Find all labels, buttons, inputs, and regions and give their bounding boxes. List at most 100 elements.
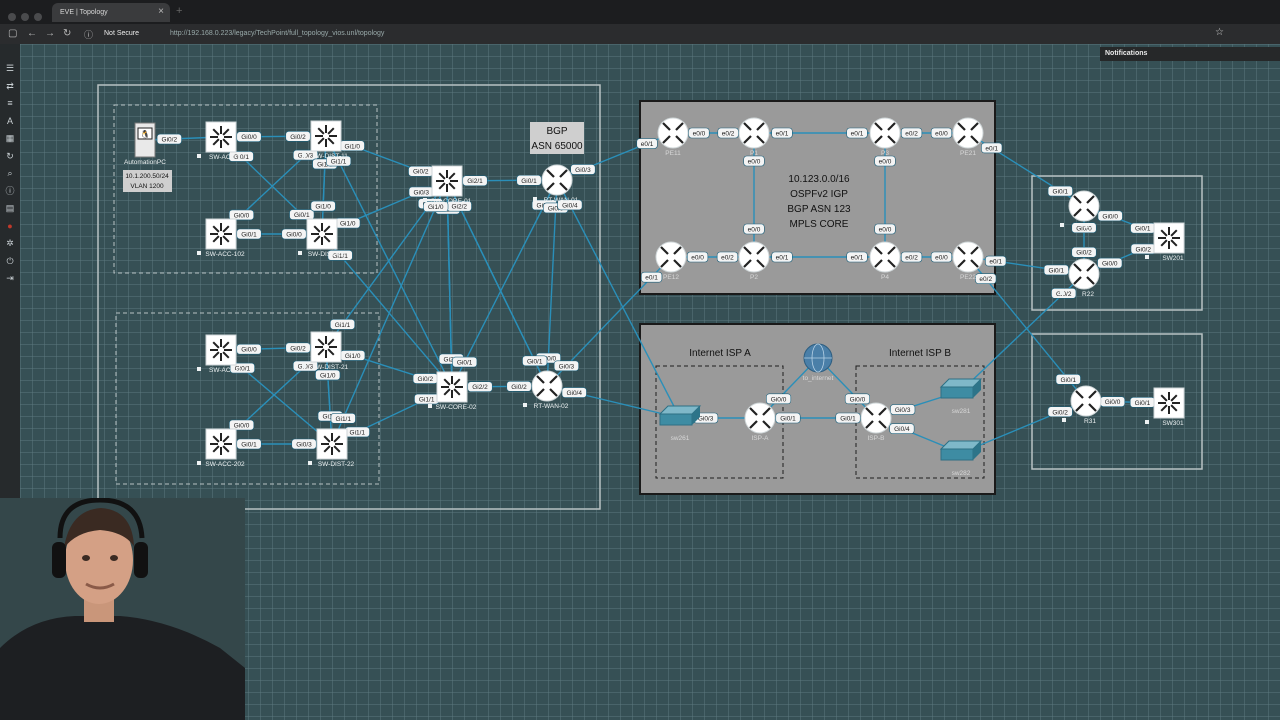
port-label: Gi0/0 xyxy=(548,205,564,212)
router-arrow xyxy=(1088,390,1097,399)
port-label: Gi0/2 xyxy=(1076,250,1092,257)
doc-icon[interactable]: ▤ xyxy=(5,203,15,213)
port-label-bg xyxy=(423,201,449,212)
switch-arrow xyxy=(453,378,461,386)
port-label: Gi0/0 xyxy=(241,347,257,354)
port-label-bg xyxy=(236,131,262,143)
router-arrow xyxy=(1086,208,1095,217)
power-icon[interactable]: ⏻ xyxy=(6,255,14,266)
switch-arrow xyxy=(1170,229,1178,237)
bookmark-star-icon[interactable]: ☆ xyxy=(1215,27,1224,38)
port-label: Gi0/1 xyxy=(527,358,543,365)
port-label-bg xyxy=(1043,264,1069,276)
port-label: Gi0/0 xyxy=(234,423,250,430)
port-label-bg xyxy=(156,133,182,145)
node-label-r21: R21 xyxy=(1082,223,1094,230)
settings-icon[interactable]: ✲ xyxy=(6,238,14,248)
notifications-panel[interactable]: Notifications xyxy=(1100,47,1280,61)
notifications-label: Notifications xyxy=(1105,50,1148,57)
port-label-bg xyxy=(900,251,923,263)
node-status xyxy=(1060,223,1064,227)
browser-tab[interactable]: EVE | Topology × xyxy=(52,3,170,22)
switch-arrow xyxy=(222,235,230,243)
info-icon[interactable]: ⓘ xyxy=(5,185,15,196)
port-label-bg xyxy=(467,381,493,393)
logout-icon[interactable]: ⇥ xyxy=(6,273,14,283)
router-arrow xyxy=(1086,195,1095,204)
router-arrow xyxy=(660,259,669,268)
port-label-bg xyxy=(716,251,739,263)
node-label-p1: P1 xyxy=(750,150,758,157)
port-label: Gi0/3 xyxy=(296,442,312,449)
port-label: e0/1 xyxy=(985,145,998,152)
refresh-icon[interactable]: ↻ xyxy=(6,150,14,161)
topology-canvas[interactable]: Gi0/2Gi0/0Gi0/2Gi0/1Gi0/1Gi0/0Gi0/3Gi0/1… xyxy=(20,44,1280,720)
port-label: e0/2 xyxy=(979,276,992,283)
port-label: Gi0/0 xyxy=(1102,213,1118,220)
sw281-node xyxy=(940,386,974,399)
router-arrow xyxy=(756,122,765,131)
switch-arrow xyxy=(317,348,325,356)
sw261-node xyxy=(659,413,693,426)
enterprise-area xyxy=(97,84,601,510)
switch-arrow xyxy=(1160,404,1168,412)
window-controls[interactable] xyxy=(8,8,47,26)
zoom-icon[interactable]: ⌕ xyxy=(7,168,13,178)
r22-node xyxy=(1068,258,1100,290)
url-field[interactable]: http://192.168.0.223/legacy/TechPoint/fu… xyxy=(170,30,385,37)
router-arrow xyxy=(762,407,771,416)
mpls-label-0: 10.123.0.0/16 xyxy=(788,174,850,185)
switch-arrow xyxy=(453,388,461,396)
node-status xyxy=(523,403,527,407)
node-label-d12: SW-DIST-12 xyxy=(308,251,345,258)
port-label-bg xyxy=(289,209,315,220)
grid-icon[interactable]: ▦ xyxy=(5,133,15,143)
port-label-bg xyxy=(229,419,255,431)
port-label: Gi0/1 xyxy=(1135,400,1151,407)
forward-icon[interactable]: → xyxy=(45,28,55,39)
switch-arrow xyxy=(212,341,220,349)
node-label-d21: SW-DIST-21 xyxy=(312,364,349,371)
new-tab-icon[interactable]: + xyxy=(176,5,183,17)
port-label: Gi1/0 xyxy=(315,204,331,211)
port-label: Gi0/4 xyxy=(894,426,910,433)
router-arrow xyxy=(673,259,682,268)
site-1-zone xyxy=(113,104,378,274)
port-label: Gi2/1 xyxy=(444,357,460,364)
switch-arrow xyxy=(327,348,335,356)
router-arrow xyxy=(662,135,671,144)
port-label-bg xyxy=(1097,210,1123,222)
port-label: e0/1 xyxy=(851,255,864,262)
layers-icon[interactable]: ☰ xyxy=(5,63,15,73)
switch-arrow xyxy=(1160,229,1168,237)
security-label[interactable]: Not Secure xyxy=(104,30,140,37)
text-icon[interactable]: A xyxy=(6,115,13,126)
switch-arrow xyxy=(438,182,446,190)
router-arrow xyxy=(1088,403,1097,412)
port-label: Gi0/3 xyxy=(895,407,911,414)
node-status xyxy=(197,461,201,465)
swap-icon[interactable]: ⇄ xyxy=(6,80,14,91)
list-icon[interactable]: ≡ xyxy=(7,98,13,108)
port-label: Gi0/0 xyxy=(1076,225,1092,232)
sidebar-toggle-icon[interactable]: ▢ xyxy=(8,28,18,39)
router-arrow xyxy=(762,420,771,429)
reload-icon[interactable]: ↻ xyxy=(63,28,72,39)
security-icon[interactable]: ⓘ xyxy=(84,30,94,40)
close-icon[interactable]: × xyxy=(158,6,164,17)
switch-arrow xyxy=(222,225,230,233)
port-label-bg xyxy=(329,319,356,330)
port-label-bg xyxy=(522,355,548,367)
switch-arrow xyxy=(212,445,220,453)
back-icon[interactable]: ← xyxy=(27,28,37,39)
port-label: Gi0/2 xyxy=(290,345,306,352)
router-arrow xyxy=(756,259,765,268)
port-label-bg xyxy=(890,404,916,415)
port-label: Gi1/0 xyxy=(345,353,361,360)
network-link xyxy=(446,180,548,387)
port-label-bg xyxy=(1071,246,1097,258)
stop-icon[interactable]: ● xyxy=(7,220,13,231)
port-label: Gi0/0 xyxy=(771,396,787,403)
port-label-bg xyxy=(930,127,953,139)
node-label-pe22: PE22 xyxy=(960,274,976,281)
